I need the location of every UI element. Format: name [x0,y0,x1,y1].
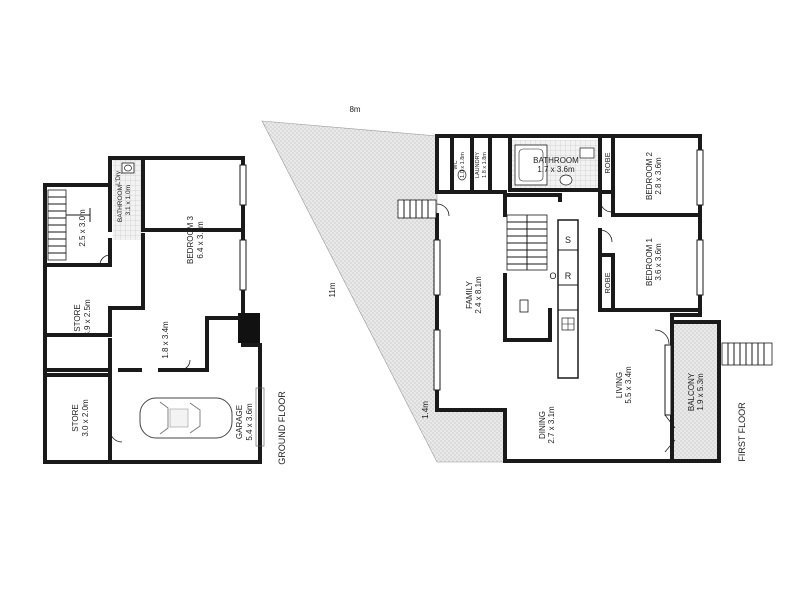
room-size-stair-room: 2.5 x 3.0m [78,209,87,247]
room-label-dining: DINING [538,411,547,439]
room-label-bedroom-2: BEDROOM 2 [645,151,654,200]
room-label-wc: WC [453,160,459,169]
room-size-bedroom-3: 6.4 x 3.6m [196,221,205,259]
ground-floor-plan [43,156,265,464]
deck-dimension-side: 11m [328,282,337,297]
room-size-store-2: 3.0 x 2.0m [81,399,90,437]
room-size-bedroom-1: 3.6 x 3.6m [654,243,663,281]
room-size-bedroom-2: 2.8 x 3.6m [654,157,663,195]
kitchen-oven-symbol: O [549,271,556,281]
room-size-laundry: 1.8 x 1.8m [482,152,488,178]
room-size-balcony: 1.9 x 5.3m [696,373,705,411]
balcony-stairs [721,342,773,366]
room-label-robe-lower: ROBE [603,272,612,293]
first-floor-labels: 8m 11m 1.4m BATHROOM 1.7 x 3.6m WC 1.0 x… [328,105,747,462]
room-size-garage: 5.4 x 3.6m [245,403,254,441]
room-label-bathroom-upper: BATHROOM [533,156,579,165]
room-label-balcony: BALCONY [687,372,696,411]
room-size-bathroom-upper: 1.7 x 3.6m [537,165,575,174]
ground-floor-labels: BATHROOM 3.1 x 1.0m L'Dry BEDROOM 3 6.4 … [71,171,287,465]
first-floor-title: FIRST FLOOR [737,402,747,462]
cooktop-icon [561,317,575,331]
deck-dimension-bottom: 1.4m [421,401,430,419]
room-size-hall: 1.8 x 3.4m [161,321,170,359]
first-floor-stairs [506,214,548,271]
room-size-family: 2.4 x 8.1m [474,276,483,314]
room-label-robe-upper: ROBE [603,152,612,173]
room-size-wc: 1.0 x 1.8m [460,152,466,178]
room-label-family: FAMILY [465,280,474,309]
room-label-store-1: STORE [73,304,82,331]
room-size-store-1: 3.9 x 2.5m [83,299,92,337]
room-label-garage: GARAGE [235,405,244,439]
deck-stairs [397,199,437,219]
room-label-store-2: STORE [71,404,80,431]
kitchen-fridge-symbol: R [565,271,572,281]
car-icon [139,397,233,439]
kitchen-sink-symbol: S [565,235,571,245]
room-size-bathroom-lower: 3.1 x 1.0m [125,185,132,215]
room-label-bedroom-1: BEDROOM 1 [645,237,654,286]
room-label-living: LIVING [615,372,624,398]
room-size-dining: 2.7 x 3.1m [547,406,556,444]
room-label-ldry: L'Dry [116,171,122,185]
first-floor-plan: S O R [261,120,773,463]
room-label-laundry: LAUNDRY [475,152,481,179]
deck-dimension-top: 8m [349,105,360,114]
ground-stairs [47,189,91,261]
room-label-bathroom-lower: BATHROOM [117,185,124,222]
room-label-bedroom-3: BEDROOM 3 [186,215,195,264]
ground-floor-title: GROUND FLOOR [277,391,287,465]
room-size-living: 5.5 x 3.4m [624,366,633,404]
